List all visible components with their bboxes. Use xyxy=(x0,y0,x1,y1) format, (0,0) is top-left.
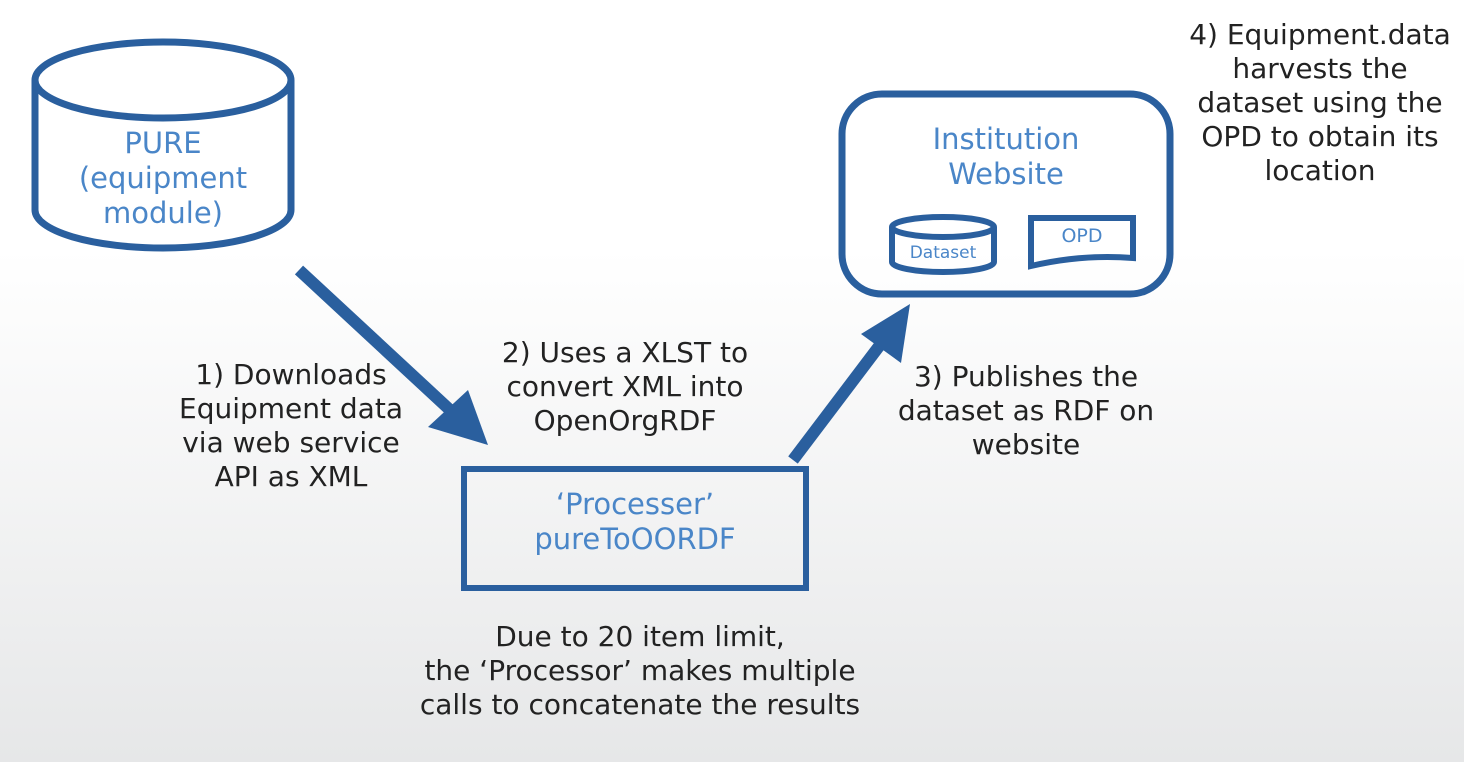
step-4-label: 4) Equipment.data harvests the dataset u… xyxy=(1189,18,1451,187)
dataset-cylinder-icon xyxy=(889,214,997,275)
dataset-label: Dataset xyxy=(909,243,977,263)
step-3-label: 3) Publishes the dataset as RDF on websi… xyxy=(897,360,1155,461)
website-box xyxy=(838,90,1174,298)
opd-document-icon xyxy=(1028,215,1136,270)
processor-label: ‘Processer’ pureToOORDF xyxy=(534,487,736,556)
step-1-label: 1) Downloads Equipment data via web serv… xyxy=(179,358,403,493)
processor-box xyxy=(461,466,809,591)
website-label: Institution Website xyxy=(932,122,1080,191)
step-2-label: 2) Uses a XLST to convert XML into OpenO… xyxy=(501,336,749,437)
opd-label: OPD xyxy=(1061,225,1103,247)
arrow-publish xyxy=(788,304,910,464)
item-limit-note: Due to 20 item limit, the ‘Processor’ ma… xyxy=(419,620,861,721)
pure-label: PURE (equipment module) xyxy=(78,126,248,230)
arrow-download xyxy=(294,265,488,445)
pure-database-cylinder xyxy=(31,38,295,252)
